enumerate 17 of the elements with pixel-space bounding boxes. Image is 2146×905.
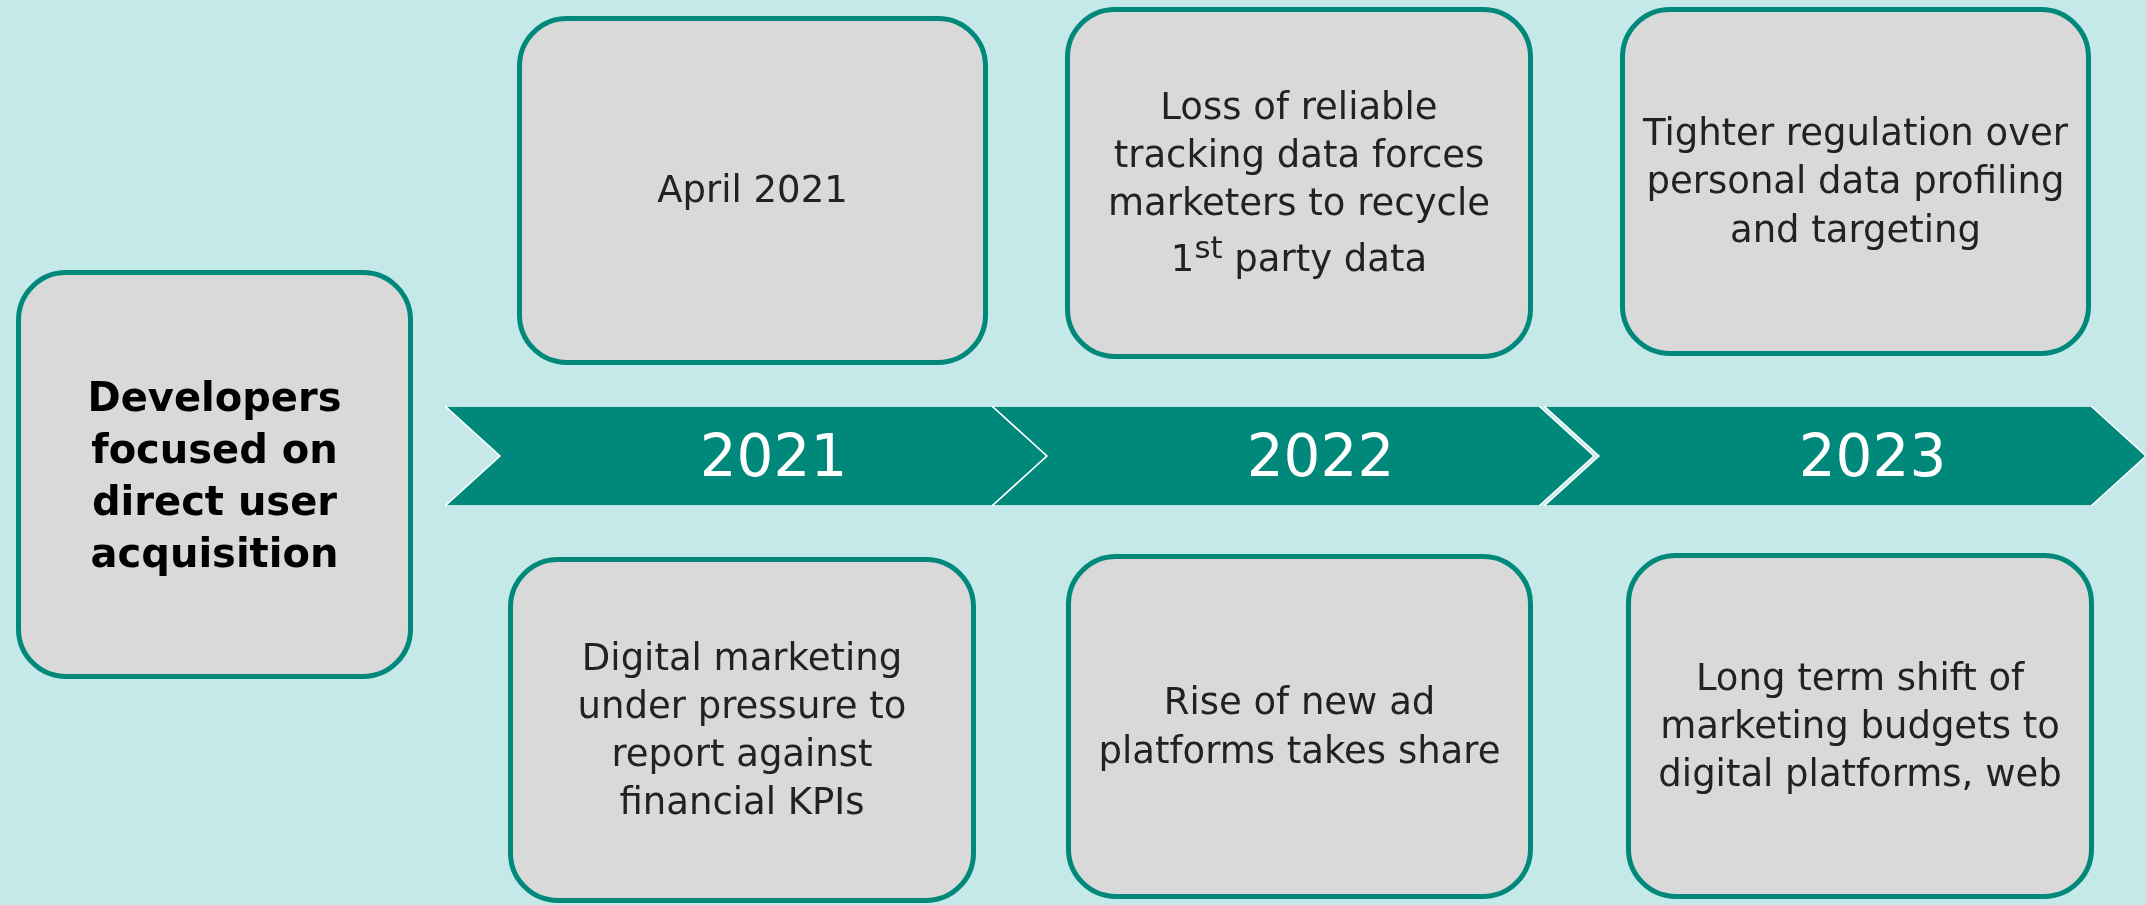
year-label: 2023 [1798,422,1947,490]
text-box [517,16,988,365]
box-text: Rise of new ad platforms takes share [1097,679,1502,774]
box-text: April 2021 [657,167,848,214]
box-text: Tighter regulation over personal data profiling and targeting [1641,110,2070,253]
box-text: Developers focused on direct user acquisition [86,372,343,578]
box-text: Long term shift of marketing budgets to digital platforms, web [1657,654,2063,798]
text-box [1066,554,1533,899]
text-box [1626,553,2094,899]
text-box [1620,7,2091,356]
box-text: Loss of reliable tracking data forces marketers to recycle 1$^{st}$ party data [1107,83,1491,283]
box-text: Digital marketing under pressure to report against financial KPIs [576,634,908,826]
text-box [16,270,413,679]
year-label: 2021 [699,422,848,490]
year-label: 2022 [1246,422,1395,490]
text-box [508,557,976,903]
text-box [1065,7,1533,359]
